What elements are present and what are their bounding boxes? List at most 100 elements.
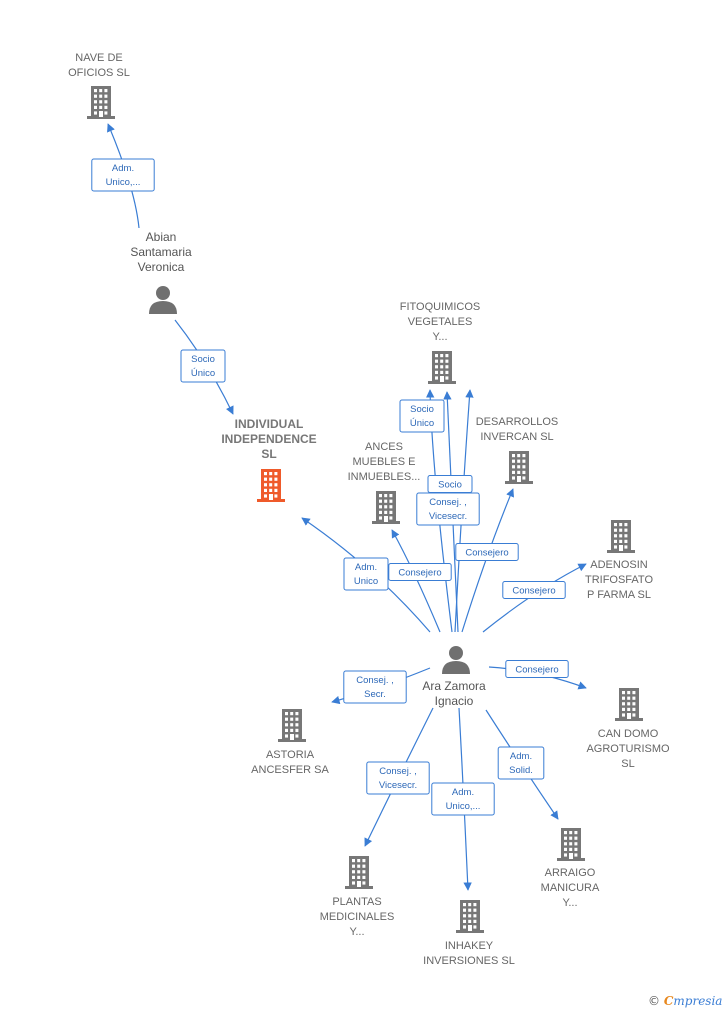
node-arraigo[interactable]: ARRAIGO MANICURA Y... [541, 828, 600, 909]
copyright-symbol: © [648, 994, 660, 1008]
edge-label-text-8-0: Consejero [512, 586, 555, 597]
node-label-adenosin-1: TRIFOSFATO [585, 574, 653, 586]
node-label-candomo-0: CAN DOMO [598, 728, 659, 740]
node-label-inhakey-0: INHAKEY [445, 940, 494, 952]
edge-label-text-2-0: Adm. [355, 562, 377, 573]
edge-label-text-11-1: Solid. [509, 765, 533, 776]
edge-label-2[interactable]: Adm. Unico [343, 557, 389, 591]
empresia-watermark[interactable]: © Cmpresia [648, 994, 722, 1008]
node-label-candomo-1: AGROTURISMO [586, 743, 670, 755]
edge-label-box [505, 660, 569, 678]
edge-label-0[interactable]: Adm. Unico,... [91, 158, 155, 192]
edge-label-box [455, 543, 519, 561]
edge-label-10[interactable]: Consej. , Secr. [343, 670, 407, 704]
building-icon[interactable] [428, 351, 456, 384]
edge-label-5[interactable]: Socio [427, 475, 473, 493]
edge-label-text-4-1: Único [410, 418, 434, 429]
building-icon[interactable] [557, 828, 585, 861]
edge-label-text-1-0: Socio [191, 354, 215, 365]
node-candomo[interactable]: CAN DOMO AGROTURISMO SL [586, 688, 670, 770]
building-icon[interactable] [372, 491, 400, 524]
edge-label-box [502, 581, 566, 599]
edge-label-9[interactable]: Consejero [505, 660, 569, 678]
node-label-arraigo-1: MANICURA [541, 882, 600, 894]
edge-label-box [343, 557, 389, 591]
building-icon[interactable] [345, 856, 373, 889]
person-icon[interactable] [149, 286, 177, 314]
building-icon[interactable] [607, 520, 635, 553]
edge-label-text-9-0: Consejero [515, 665, 558, 676]
node-label-plantas-2: Y... [349, 926, 364, 938]
node-label-arraigo-2: Y... [562, 897, 577, 909]
node-label-abian-2: Veronica [138, 260, 185, 274]
node-label-fito-2: Y... [432, 331, 447, 343]
node-label-astoria-1: ANCESFER SA [251, 764, 329, 776]
edge-label-text-12-1: Vicesecr. [379, 780, 417, 791]
node-label-fito-1: VEGETALES [408, 316, 473, 328]
edge-label-text-5-0: Socio [438, 480, 462, 491]
node-label-candomo-2: SL [621, 758, 634, 770]
edge-label-text-13-0: Adm. [452, 787, 474, 798]
person-icon[interactable] [442, 646, 470, 674]
edge-label-box [388, 563, 452, 581]
edge-label-text-0-0: Adm. [112, 163, 134, 174]
edge-label-box [431, 782, 495, 816]
node-desarrollos[interactable]: DESARROLLOS INVERCAN SL [476, 416, 559, 484]
node-label-desarrollos-0: DESARROLLOS [476, 416, 559, 428]
edge-label-13[interactable]: Adm. Unico,... [431, 782, 495, 816]
node-label-individual-0: INDIVIDUAL [235, 417, 304, 431]
edge-label-text-10-0: Consej. , [356, 675, 394, 686]
node-label-abian-1: Santamaria [130, 245, 192, 259]
edge-label-box [180, 349, 226, 383]
edge-label-text-4-0: Socio [410, 404, 434, 415]
node-fito[interactable]: FITOQUIMICOS VEGETALES Y... [400, 301, 480, 384]
building-icon[interactable] [278, 709, 306, 742]
edge-label-text-3-0: Consejero [398, 568, 441, 579]
building-icon[interactable] [87, 86, 115, 119]
node-label-arraigo-0: ARRAIGO [545, 867, 596, 879]
node-label-ances-1: MUEBLES E [353, 456, 416, 468]
edge-label-6[interactable]: Consej. ,Vicesecr. [416, 492, 480, 526]
edge-label-box [91, 158, 155, 192]
edge-label-text-10-1: Secr. [364, 689, 386, 700]
edge-label-text-13-1: Unico,... [446, 801, 481, 812]
edge-label-8[interactable]: Consejero [502, 581, 566, 599]
node-label-fito-0: FITOQUIMICOS [400, 301, 480, 313]
edge-label-text-7-0: Consejero [465, 548, 508, 559]
edge-label-text-2-1: Unico [354, 576, 378, 587]
edge-label-text-6-1: Vicesecr. [429, 511, 467, 522]
node-label-plantas-0: PLANTAS [332, 896, 381, 908]
node-label-individual-2: SL [261, 447, 276, 461]
building-icon[interactable] [456, 900, 484, 933]
building-icon[interactable] [505, 451, 533, 484]
building-icon[interactable] [257, 469, 285, 502]
building-icon[interactable] [615, 688, 643, 721]
edge-label-11[interactable]: Adm.Solid. [497, 746, 545, 780]
edge-label-3[interactable]: Consejero [388, 563, 452, 581]
edge-label-7[interactable]: Consejero [455, 543, 519, 561]
node-label-plantas-1: MEDICINALES [320, 911, 395, 923]
edge-label-text-0-1: Unico,... [106, 177, 141, 188]
edge-ara-to-fito [443, 391, 459, 633]
node-label-ances-2: INMUEBLES... [348, 471, 421, 483]
edge-label-text-1-1: Único [191, 368, 215, 379]
edge-label-12[interactable]: Consej. , Vicesecr. [366, 761, 430, 795]
edge-label-text-12-0: Consej. , [379, 766, 417, 777]
node-label-adenosin-0: ADENOSIN [590, 559, 648, 571]
node-plantas[interactable]: PLANTAS MEDICINALES Y... [320, 856, 395, 938]
node-label-desarrollos-1: INVERCAN SL [480, 431, 553, 443]
edge-label-box [366, 761, 430, 795]
node-label-abian-0: Abian [146, 230, 177, 244]
